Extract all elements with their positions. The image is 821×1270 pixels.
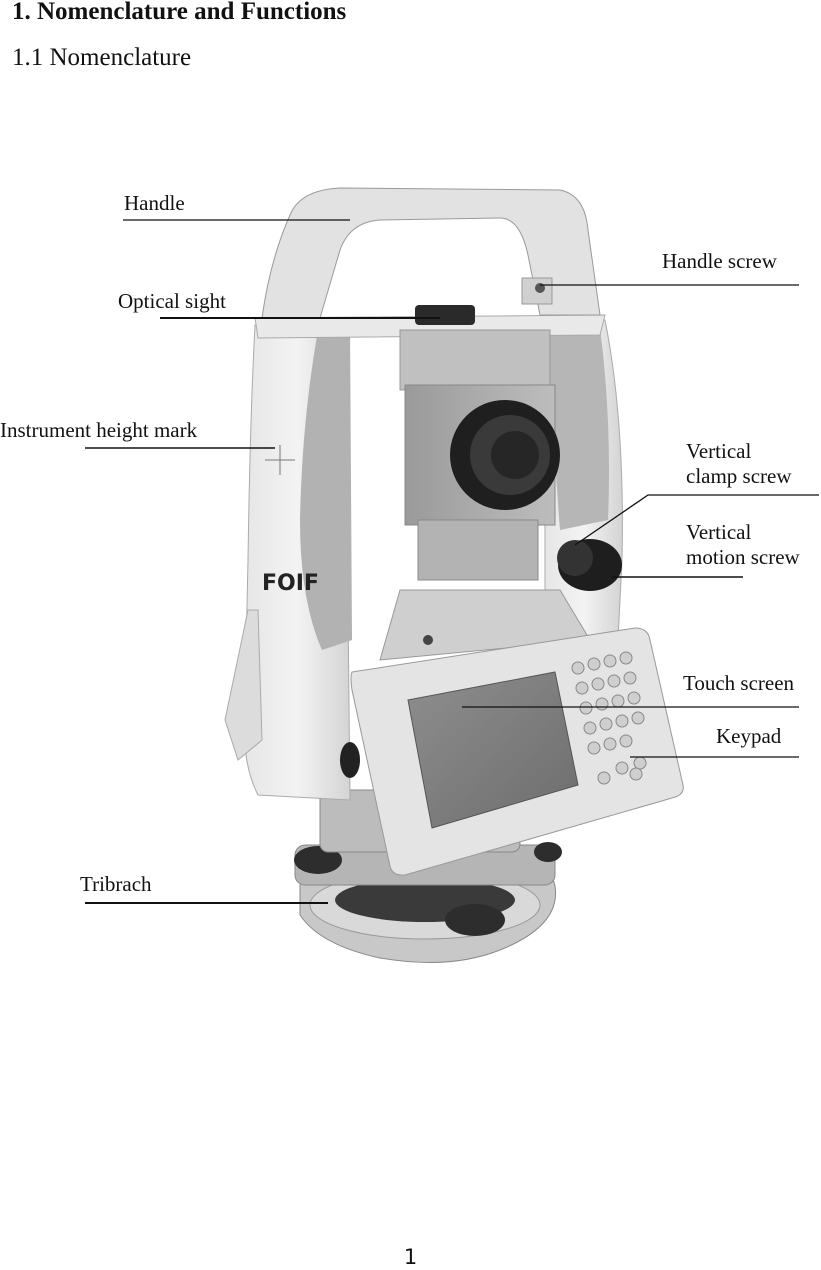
label-vertical-clamp-screw-line1: Vertical [686, 439, 752, 463]
label-vertical-motion-screw-line2: motion screw [686, 545, 800, 569]
label-tribrach: Tribrach [80, 872, 152, 896]
height-mark-graphic [265, 445, 295, 475]
brand-logo-graphic: FOIF [262, 571, 319, 596]
leader-lines [85, 219, 819, 904]
control-panel-graphic [340, 627, 684, 876]
section-heading: 1. Nomenclature and Functions [12, 0, 347, 25]
subsection-heading: 1.1 Nomenclature [12, 44, 192, 71]
label-keypad: Keypad [716, 724, 782, 748]
label-handle-screw: Handle screw [662, 249, 777, 273]
leader-vertical-clamp [574, 494, 819, 546]
label-handle: Handle [124, 191, 185, 215]
label-touch-screen: Touch screen [683, 671, 795, 695]
label-optical-sight: Optical sight [118, 289, 226, 313]
keypad-buttons-graphic [571, 651, 647, 785]
label-vertical-motion-screw-line1: Vertical [686, 520, 752, 544]
page-number: 1 [403, 1245, 418, 1269]
label-vertical-clamp-screw-line2: clamp screw [686, 464, 792, 488]
instrument-body-graphic [224, 187, 623, 801]
label-instrument-height-mark: Instrument height mark [0, 418, 198, 442]
